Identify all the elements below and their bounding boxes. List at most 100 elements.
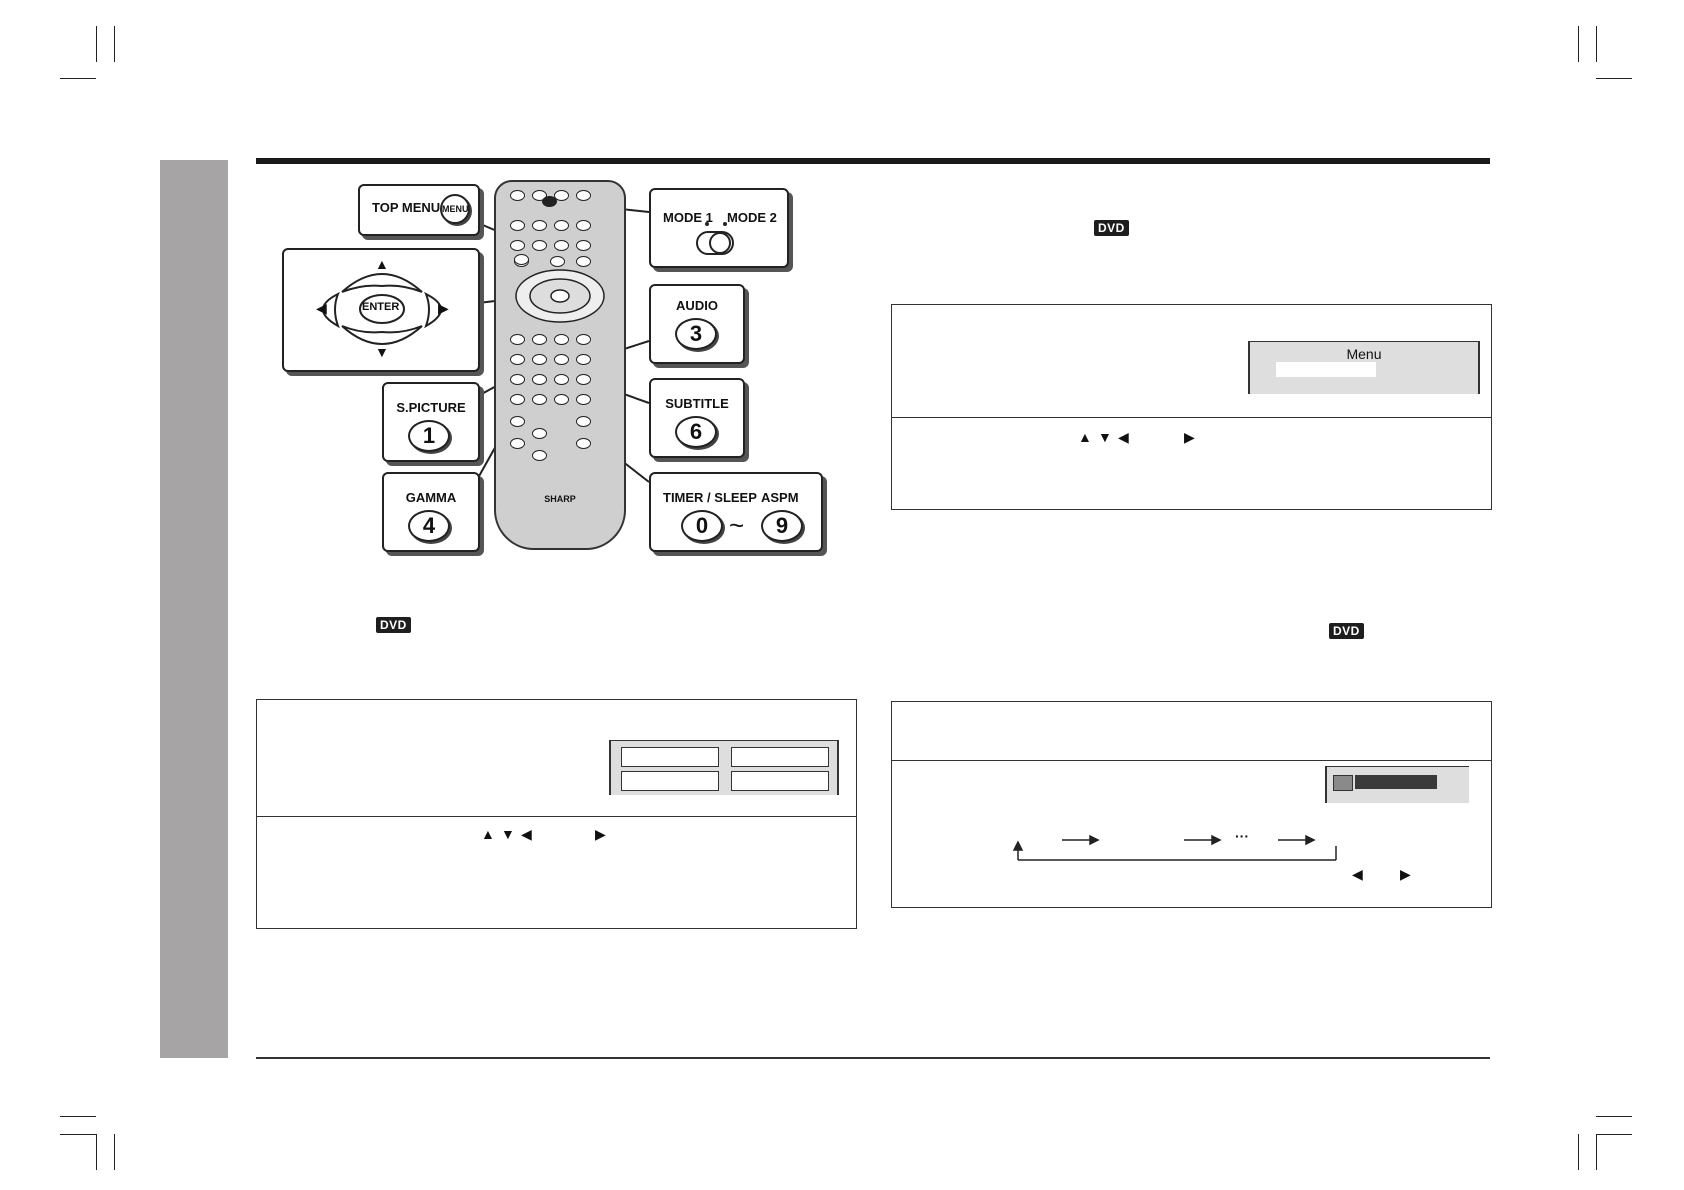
number-4-button-icon: 4	[408, 510, 450, 542]
remote-button	[532, 428, 547, 439]
crop-mark	[96, 1134, 97, 1170]
remote-button	[532, 374, 547, 385]
menu-screen-title: Menu	[1346, 346, 1382, 362]
range-tilde: ~	[729, 510, 745, 540]
remote-button	[554, 240, 569, 251]
dvd-badge: DVD	[1329, 623, 1364, 639]
callout-gamma: GAMMA 4	[382, 472, 480, 552]
osd-bar	[1355, 775, 1437, 789]
remote-button	[532, 354, 547, 365]
dvd-badge: DVD	[376, 617, 411, 633]
dpad-icon	[322, 273, 442, 345]
crop-mark	[1596, 78, 1632, 79]
right-arrow-icon: ▶	[1400, 866, 1411, 882]
remote-button	[576, 256, 591, 267]
top-menu-label: TOP MENU	[372, 200, 441, 215]
remote-button	[554, 374, 569, 385]
enter-button-label: ENTER	[362, 301, 400, 313]
remote-button	[554, 394, 569, 405]
remote-button	[510, 354, 525, 365]
subtitle-label: SUBTITLE	[665, 396, 729, 411]
crop-mark	[96, 26, 97, 62]
remote-button	[510, 416, 525, 427]
menu-screen-highlight	[1276, 362, 1376, 377]
timer-sleep-label: TIMER / SLEEP	[663, 490, 757, 505]
remote-button	[576, 190, 591, 201]
number-9-button-icon: 9	[761, 510, 803, 542]
selection-field	[731, 747, 829, 767]
up-arrow-icon: ▲	[481, 826, 495, 842]
crop-mark	[1596, 1134, 1597, 1170]
cycle-instruction-panel: ··· ◀ ▶	[891, 701, 1492, 908]
remote-button	[554, 190, 569, 201]
selection-field	[731, 771, 829, 791]
panel-divider	[892, 417, 1491, 418]
left-arrow-icon: ◀	[1352, 866, 1363, 882]
up-arrow-icon: ▲	[1078, 429, 1092, 445]
remote-button	[576, 394, 591, 405]
crop-mark	[1596, 1116, 1632, 1117]
remote-button	[554, 334, 569, 345]
left-arrow-icon: ◀	[521, 826, 532, 842]
remote-button	[532, 394, 547, 405]
callout-subtitle: SUBTITLE 6	[649, 378, 745, 458]
selection-field	[621, 747, 719, 767]
remote-button	[576, 240, 591, 251]
dpad-down-icon: ▼	[375, 344, 389, 360]
remote-button	[510, 438, 525, 449]
remote-button	[576, 354, 591, 365]
callout-timer-aspm: TIMER / SLEEP ASPM 0 ~ 9	[649, 472, 823, 552]
menu-button-icon: MENU	[440, 194, 470, 224]
remote-button	[554, 220, 569, 231]
remote-control: SHARP	[494, 180, 626, 550]
remote-brand: SHARP	[544, 494, 576, 504]
crop-mark	[1596, 1134, 1632, 1135]
remote-button	[576, 334, 591, 345]
selection-field	[621, 771, 719, 791]
remote-button	[510, 394, 525, 405]
remote-button	[510, 334, 525, 345]
number-6-button-icon: 6	[675, 416, 717, 448]
osd-icon	[1333, 775, 1353, 791]
callout-s-picture: S.PICTURE 1	[382, 382, 480, 462]
s-picture-label: S.PICTURE	[396, 400, 466, 415]
right-arrow-icon: ▶	[1184, 429, 1195, 445]
remote-button	[510, 220, 525, 231]
remote-button	[510, 190, 525, 201]
crop-mark	[60, 1116, 96, 1117]
callout-enter-dpad: ▲ ▼ ◀ ▶ ENTER	[282, 248, 480, 372]
header-rule	[256, 158, 1490, 164]
osd-display	[1325, 766, 1469, 803]
remote-button	[554, 354, 569, 365]
remote-button	[532, 334, 547, 345]
mode2-label: MODE 2	[727, 210, 777, 225]
callout-audio: AUDIO 3	[649, 284, 745, 364]
cycle-sequence-diagram	[1012, 834, 1337, 861]
number-3-button-icon: 3	[675, 318, 717, 350]
remote-button	[550, 256, 565, 267]
dvd-badge: DVD	[1094, 220, 1129, 236]
callout-mode-switch: MODE 1 MODE 2	[649, 188, 789, 268]
remote-button	[576, 374, 591, 385]
selection-instruction-panel: ▲ ▼ ◀ ▶	[256, 699, 857, 929]
callout-top-menu: TOP MENU MENU	[358, 184, 480, 236]
panel-divider	[892, 760, 1491, 761]
mode-switch-icon	[696, 222, 734, 255]
remote-menu-button	[514, 254, 529, 265]
remote-button	[532, 190, 547, 201]
menu-screen-display: Menu	[1248, 341, 1480, 394]
left-arrow-icon: ◀	[1118, 429, 1129, 445]
remote-button	[510, 374, 525, 385]
gamma-label: GAMMA	[405, 490, 457, 505]
audio-label: AUDIO	[676, 298, 718, 313]
mode-switch-icon	[542, 196, 557, 207]
remote-button	[510, 240, 525, 251]
panel-divider	[257, 816, 856, 817]
crop-mark	[60, 78, 96, 79]
dpad-up-icon: ▲	[375, 256, 389, 272]
down-arrow-icon: ▼	[501, 826, 515, 842]
crop-mark	[114, 1134, 115, 1170]
remote-button	[532, 450, 547, 461]
dpad-left-icon: ◀	[316, 300, 327, 316]
